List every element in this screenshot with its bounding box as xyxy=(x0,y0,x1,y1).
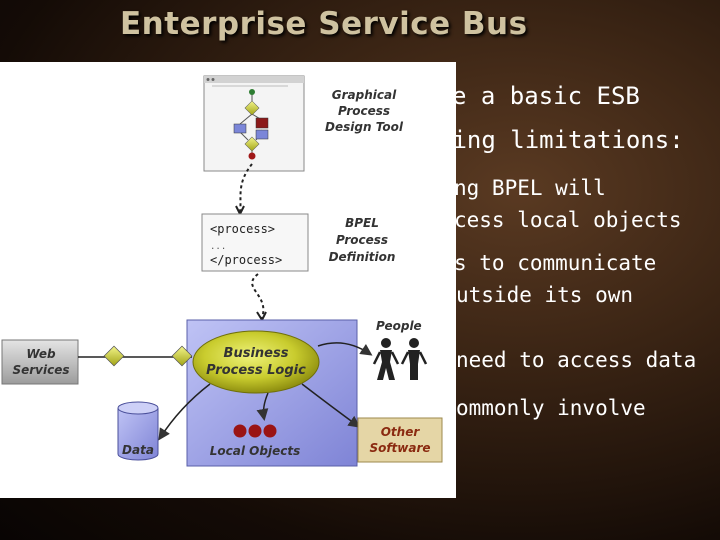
web-services-box xyxy=(1,339,79,385)
bullet-line-7: need to access data xyxy=(456,348,697,372)
business-label-line1: Business xyxy=(224,346,289,361)
bpel-label-line1: BPEL xyxy=(345,216,379,230)
bpel-label-line3: Definition xyxy=(329,250,396,264)
slide-title: Enterprise Service Bus xyxy=(120,6,528,42)
logic-to-people-arrow xyxy=(317,342,373,356)
bullet-line-2: wing limitations: xyxy=(438,126,684,154)
database-icon xyxy=(117,401,159,461)
bpel-code-box: <process> ... </process> xyxy=(201,213,309,272)
bullet-line-3: ng BPEL will xyxy=(454,176,606,200)
business-process-logic xyxy=(192,330,320,394)
code-close-tag: </process> xyxy=(210,253,282,267)
bullet-line-8: ommonly involve xyxy=(456,396,646,420)
bullet-line-4: cess local objects xyxy=(454,208,682,232)
code-open-tag: <process> xyxy=(210,222,275,236)
other-software-label-line2: Software xyxy=(369,441,430,455)
code-ellipsis: ... xyxy=(210,242,226,252)
bullet-line-1: e a basic ESB xyxy=(452,82,640,110)
local-objects-label: Local Objects xyxy=(210,444,300,458)
connector-diamond-right xyxy=(171,345,193,367)
other-software-label-line1: Other xyxy=(381,425,421,439)
design-tool-label-line3: Design Tool xyxy=(325,120,404,134)
other-software-box xyxy=(357,417,443,463)
bpel-label-line2: Process xyxy=(336,233,388,247)
data-label: Data xyxy=(122,443,154,457)
design-tool-label-line1: Graphical xyxy=(332,88,397,102)
business-label-line2: Process Logic xyxy=(206,363,306,378)
process-flow-graphic xyxy=(233,89,269,160)
people-icon xyxy=(372,338,428,380)
people-label: People xyxy=(376,319,422,333)
bullet-line-6: utside its own xyxy=(456,283,634,307)
bullet-line-5: s to communicate xyxy=(454,251,657,275)
connector-diamond-left xyxy=(103,345,125,367)
bpel-diagram: Graphical Process Design Tool <process> … xyxy=(0,62,456,498)
web-services-label-line2: Services xyxy=(12,363,69,377)
design-tool-window xyxy=(203,75,305,172)
web-services-label-line1: Web xyxy=(26,347,56,361)
design-tool-label-line2: Process xyxy=(338,104,390,118)
logic-to-data-arrow xyxy=(158,383,211,441)
code-to-engine-arrow xyxy=(251,273,265,319)
local-objects-icon xyxy=(233,424,277,438)
logic-to-other-software-arrow xyxy=(301,383,361,428)
logic-to-local-objects-arrow xyxy=(256,392,269,421)
